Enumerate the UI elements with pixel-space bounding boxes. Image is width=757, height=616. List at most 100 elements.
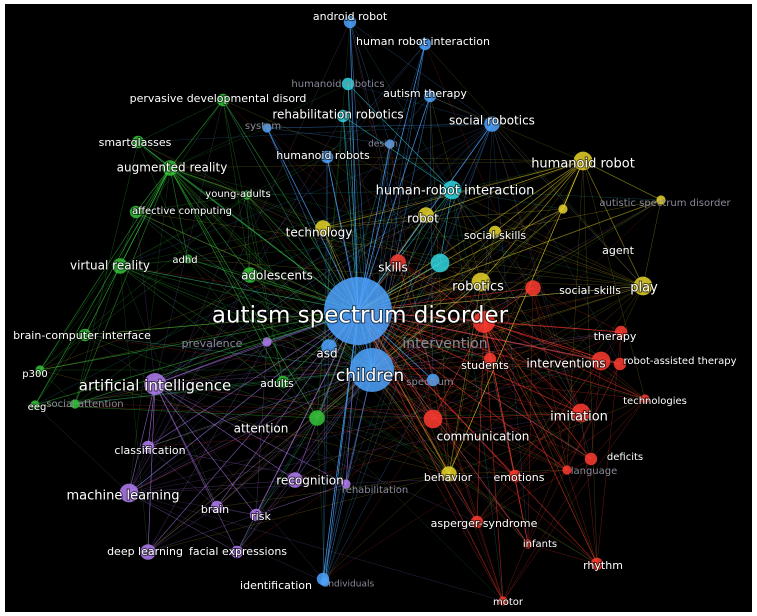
node-hri[interactable] [442,180,462,200]
node-communication[interactable] [423,409,443,429]
node-infants[interactable] [523,539,533,549]
node-classification[interactable] [141,440,155,454]
node-asd[interactable] [324,277,392,345]
node-attention[interactable] [309,410,325,426]
network-edge [222,99,644,287]
node-imitation[interactable] [571,403,591,423]
node-robotics[interactable] [471,272,491,292]
node-humanoid_robot[interactable] [573,151,593,171]
node-behavior[interactable] [441,466,457,482]
label-asperger: asperger-syndrome [431,517,538,530]
node-young_adults[interactable] [242,190,252,200]
network-edge [216,473,450,508]
node-motor[interactable] [498,596,508,606]
node-pdd[interactable] [216,93,230,107]
node-intervention[interactable] [473,311,495,333]
network-edge [429,95,493,125]
node-social_skills_y[interactable] [488,225,502,239]
node-infant[interactable] [430,253,450,273]
node-rehabilitation[interactable] [341,479,351,489]
node-rehab[interactable] [336,109,350,123]
node-language[interactable] [562,465,572,475]
node-vr[interactable] [112,258,128,274]
node-adolescents[interactable] [242,267,258,283]
network-edge [371,160,584,371]
node-prevalence[interactable] [262,337,272,347]
node-smartglasses[interactable] [131,135,145,149]
node-emotions[interactable] [508,469,522,483]
node-humanoid_robotics[interactable] [341,77,355,91]
network-edge [294,369,373,481]
node-robot[interactable] [418,207,434,223]
network-edge [154,383,478,523]
node-students[interactable] [483,352,497,366]
label-communication: communication [437,430,530,444]
network-edge [255,189,453,516]
node-skills[interactable] [390,254,406,270]
node-design[interactable] [385,139,395,149]
network-edge [74,369,373,405]
node-interventions[interactable] [591,351,611,371]
node-system[interactable] [262,123,272,133]
node-eeg[interactable] [30,400,40,410]
node-ar[interactable] [162,160,178,176]
network-edge [255,483,347,516]
node-fe[interactable] [230,545,244,559]
node-ml[interactable] [119,483,139,503]
node-brain[interactable] [210,500,224,514]
node-dl[interactable] [140,544,156,560]
node-adults[interactable] [276,375,290,389]
node-bci[interactable] [78,328,92,342]
label-android: android robot [313,10,388,23]
node-autism_therapy[interactable] [423,89,437,103]
node-hri2[interactable] [418,37,432,51]
network-edge [429,95,434,381]
node-children[interactable] [350,348,394,392]
network-edge [34,404,130,494]
node-play[interactable] [633,276,653,296]
node-adhd[interactable] [183,254,193,264]
network-edge [582,160,646,400]
network-edge [135,194,248,213]
label-bci: brain-computer interface [13,329,151,342]
node-affective[interactable] [129,205,143,219]
network-edge [491,123,644,287]
network-edge [74,383,156,405]
node-asd_abbr[interactable] [321,339,337,355]
network-edge [371,160,584,371]
node-p300[interactable] [35,365,45,375]
network-edge [326,156,584,162]
node-identification[interactable] [316,572,330,586]
network-edge [491,123,582,414]
network-edge [324,369,373,583]
node-social_robotics[interactable] [484,116,500,132]
network-edge [128,123,493,494]
node-rhythm[interactable] [590,557,604,571]
node-android[interactable] [343,15,357,29]
network-edge [135,211,359,312]
node-ai[interactable] [144,373,166,395]
node-social_attention[interactable] [70,399,80,409]
node-asperger[interactable] [470,515,484,529]
node-rat[interactable] [613,357,627,371]
label-social_skills_r: social skills [559,284,621,297]
node-recognition[interactable] [287,472,303,488]
node-risk[interactable] [249,508,263,522]
node-agent[interactable] [558,204,568,214]
node-technologies[interactable] [640,394,650,404]
node-technology[interactable] [315,220,331,236]
network-edge [596,331,622,565]
label-ar: augmented reality [117,161,228,175]
network-edge [154,383,257,516]
network-edge [371,369,598,565]
node-humanoid_robots[interactable] [320,150,334,164]
node-asd_yellow[interactable] [656,195,666,205]
network-edge [169,167,450,475]
network-edge [489,160,584,360]
network-edge [119,265,318,419]
node-social_skills_r[interactable] [525,280,541,296]
network-edge [135,211,156,385]
node-spectrum[interactable] [426,373,440,387]
node-deficits[interactable] [584,452,598,466]
node-therapy[interactable] [614,325,628,339]
